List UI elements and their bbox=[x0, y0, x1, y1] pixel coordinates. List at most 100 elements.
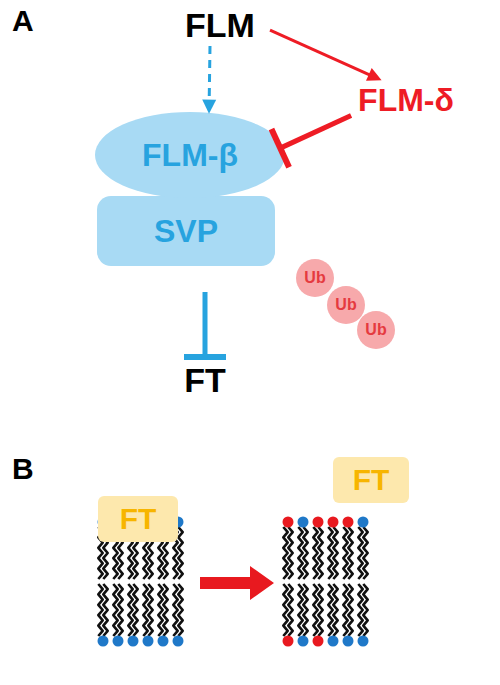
lipid bbox=[298, 517, 309, 580]
ellipse-fill bbox=[95, 112, 285, 198]
lipid bbox=[343, 517, 354, 580]
lipid-head bbox=[313, 517, 324, 528]
lipid bbox=[313, 517, 324, 580]
lipid-tail bbox=[288, 584, 292, 636]
lipid-head bbox=[343, 517, 354, 528]
lipid bbox=[328, 517, 339, 580]
lipid-tail bbox=[118, 584, 122, 636]
lipid-tail bbox=[333, 584, 337, 636]
lipid-tail bbox=[98, 584, 102, 636]
lipid-bilayer bbox=[283, 517, 369, 647]
lipid bbox=[358, 584, 369, 647]
lipid-tail bbox=[303, 584, 307, 636]
node-text: Ub bbox=[304, 269, 325, 287]
node-text: SVP bbox=[154, 213, 218, 250]
lipid bbox=[113, 584, 124, 647]
lipid-tail bbox=[328, 584, 332, 636]
lipid-tail bbox=[283, 527, 287, 579]
protein-box: SVP bbox=[97, 196, 275, 266]
arrow-head bbox=[202, 100, 216, 114]
lipid-head bbox=[98, 636, 109, 647]
arrow-head bbox=[366, 68, 382, 81]
lipid-head bbox=[283, 517, 294, 528]
lipid-tail bbox=[143, 584, 147, 636]
lipid-tail bbox=[343, 527, 347, 579]
lipid-tail bbox=[313, 584, 317, 636]
lipid-tail bbox=[133, 584, 137, 636]
node-text: Ub bbox=[365, 321, 386, 339]
gene-label: FLM bbox=[170, 4, 270, 46]
lipid-tail bbox=[158, 584, 162, 636]
connector-line bbox=[280, 115, 351, 148]
lipid-tail bbox=[328, 527, 332, 579]
lipid-head bbox=[298, 636, 309, 647]
protein-ellipse: FLM-β bbox=[95, 112, 285, 198]
panel-letter: B bbox=[12, 452, 34, 486]
lipid-tail bbox=[363, 527, 367, 579]
lipid-tail bbox=[178, 584, 182, 636]
lipid-head bbox=[158, 636, 169, 647]
lipid bbox=[358, 517, 369, 580]
lipid bbox=[343, 584, 354, 647]
lipid bbox=[128, 584, 139, 647]
lipid bbox=[298, 584, 309, 647]
lipid-tail bbox=[288, 527, 292, 579]
lipid-head bbox=[328, 636, 339, 647]
inhibition-connector bbox=[184, 292, 226, 357]
node-text: FLM bbox=[185, 6, 255, 45]
node-text: FT bbox=[353, 463, 390, 497]
lipid-head bbox=[328, 517, 339, 528]
lipid-tail bbox=[103, 584, 107, 636]
lipid-tail bbox=[298, 527, 302, 579]
lipid-head bbox=[298, 517, 309, 528]
ubiquitin-circle: Ub bbox=[357, 311, 395, 349]
lipid-tail bbox=[148, 584, 152, 636]
lipid-tail bbox=[333, 527, 337, 579]
lipid-tail bbox=[358, 584, 362, 636]
connector-line bbox=[208, 46, 212, 102]
connector-line bbox=[203, 292, 208, 357]
lipid-head bbox=[143, 636, 154, 647]
arrow-connector bbox=[270, 30, 382, 81]
panel-letter: A bbox=[12, 4, 34, 38]
lipid-head bbox=[283, 636, 294, 647]
lipid-tail bbox=[363, 584, 367, 636]
lipid-tail bbox=[128, 584, 132, 636]
lipid-tail bbox=[358, 527, 362, 579]
lipid-head bbox=[358, 636, 369, 647]
lipid-tail bbox=[318, 527, 322, 579]
lipid-tail bbox=[298, 584, 302, 636]
protein-box: FT bbox=[98, 496, 178, 542]
lipid-tail bbox=[348, 584, 352, 636]
lipid-head bbox=[128, 636, 139, 647]
node-text: FLM-δ bbox=[358, 82, 454, 119]
lipid-tail bbox=[178, 527, 182, 579]
lipid bbox=[158, 584, 169, 647]
isoform-label: FLM-δ bbox=[345, 78, 467, 122]
lipid-head bbox=[343, 636, 354, 647]
lipid-tail bbox=[343, 584, 347, 636]
target-label: FT bbox=[170, 356, 240, 404]
lipid-head bbox=[358, 517, 369, 528]
connector-line bbox=[270, 30, 371, 75]
lipid bbox=[313, 584, 324, 647]
transition-arrow bbox=[200, 566, 274, 600]
inhibition-bar bbox=[184, 354, 226, 360]
node-text: FT bbox=[120, 502, 157, 536]
ubiquitin-circle: Ub bbox=[296, 259, 334, 297]
lipid bbox=[283, 584, 294, 647]
lipid-tail bbox=[163, 584, 167, 636]
lipid bbox=[283, 517, 294, 580]
node-text: Ub bbox=[335, 296, 356, 314]
node-text: FT bbox=[184, 361, 226, 400]
arrow-connector bbox=[202, 46, 216, 114]
lipid bbox=[143, 584, 154, 647]
protein-box: FT bbox=[333, 457, 409, 503]
lipid-tail bbox=[283, 584, 287, 636]
lipid bbox=[328, 584, 339, 647]
lipid bbox=[98, 584, 109, 647]
node-text: FLM-β bbox=[142, 137, 238, 174]
lipid-tail bbox=[318, 584, 322, 636]
lipid-head bbox=[113, 636, 124, 647]
